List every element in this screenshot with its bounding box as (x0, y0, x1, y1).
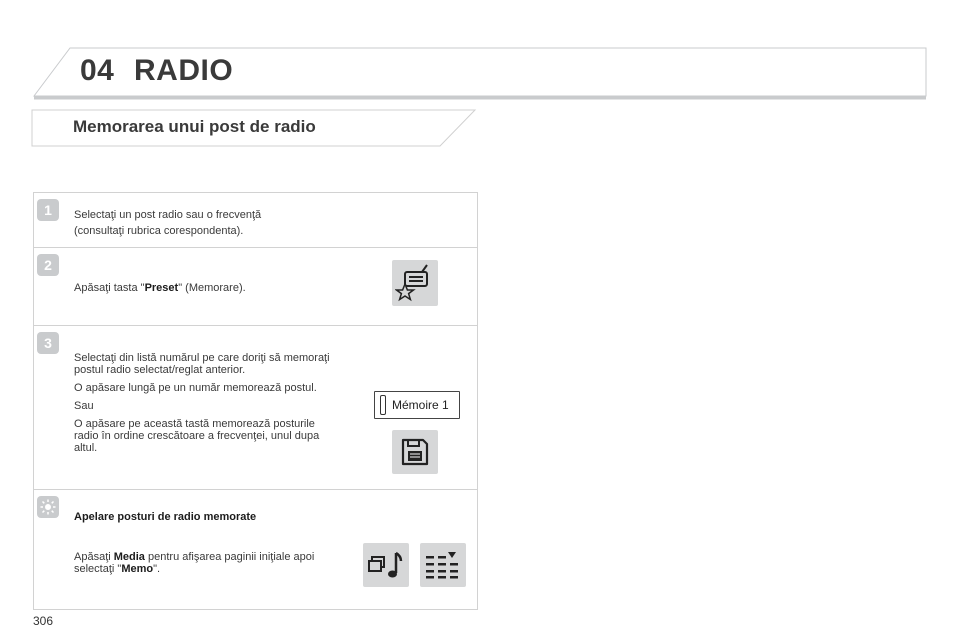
tip-text-c: ". (153, 563, 161, 575)
step-3-paragraph-1: Selectaţi din listă numărul pe care dori… (74, 352, 330, 376)
chapter-number: 04 (80, 54, 115, 87)
step-2-text-a: Apăsaţi tasta " (74, 282, 145, 294)
step-2-text: Apăsaţi tasta "Preset" (Memorare). (74, 282, 344, 294)
memoire-1-button[interactable]: Mémoire 1 (374, 391, 460, 419)
save-floppy-list-icon[interactable] (392, 430, 438, 474)
step-3-paragraph-4: O apăsare pe această tastă memorează pos… (74, 418, 320, 454)
chapter-title: RADIO (134, 54, 234, 87)
chapter-header-frame (33, 47, 927, 100)
preset-key-label: Preset (144, 282, 179, 294)
section-title: Memorarea unui post de radio (73, 117, 316, 136)
step-1: 1 Selectaţi un post radio sau o frecvenţ… (34, 193, 477, 248)
step-badge-1: 1 (37, 199, 59, 221)
step-1-line-1: Selectaţi un post radio sau o frecvenţă (74, 209, 262, 221)
step-3-text: Selectaţi din listă numărul pe care dori… (74, 352, 336, 460)
sun-tip-icon (37, 496, 59, 518)
step-badge-3: 3 (37, 332, 59, 354)
memoire-1-label: Mémoire 1 (392, 398, 449, 412)
step-2-text-b: " (Memorare). (178, 282, 246, 294)
tip-recall-presets: Apelare posturi de radio memorate Apăsaţ… (34, 490, 477, 609)
step-3: 3 Selectaţi din listă numărul pe care do… (34, 326, 477, 490)
step-badge-2: 2 (37, 254, 59, 276)
step-2: 2 Apăsaţi tasta "Preset" (Memorare). (34, 248, 477, 326)
memo-list-icon[interactable] (420, 543, 466, 587)
media-music-icon[interactable] (363, 543, 409, 587)
steps-panel: 1 Selectaţi un post radio sau o frecvenţ… (33, 192, 478, 610)
page-number: 306 (33, 614, 54, 628)
step-1-text: Selectaţi un post radio sau o frecvenţă … (74, 207, 344, 239)
tip-text-b: pentru afişarea paginii iniţiale apoi se… (74, 551, 315, 575)
step-1-line-2: (consultaţi rubrica corespondenta). (74, 225, 244, 237)
tip-text: Apăsaţi Media pentru afişarea paginii in… (74, 551, 336, 575)
memoire-slot-icon (380, 395, 386, 415)
section-title-frame (31, 109, 477, 147)
memo-key-label: Memo (121, 563, 154, 575)
media-key-label: Media (113, 551, 145, 563)
tip-text-a: Apăsaţi (74, 551, 114, 563)
step-3-paragraph-3: Sau (74, 400, 94, 412)
step-3-paragraph-2: O apăsare lungă pe un număr memorează po… (74, 382, 317, 394)
preset-radio-star-icon[interactable] (392, 260, 438, 306)
tip-heading: Apelare posturi de radio memorate (74, 511, 257, 523)
